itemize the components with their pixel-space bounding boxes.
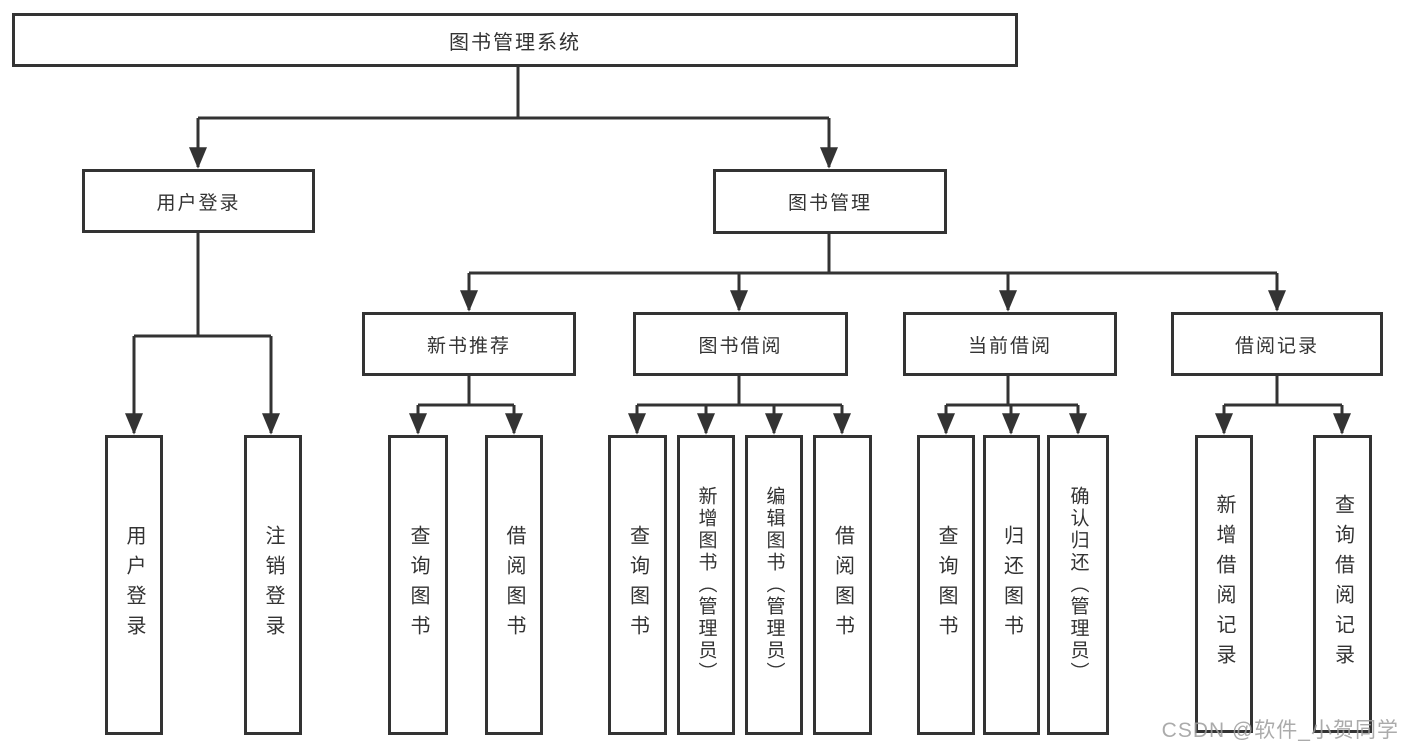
leaf-user-login-label: 用户登录 xyxy=(123,525,145,645)
node-root-label: 图书管理系统 xyxy=(449,31,581,54)
node-new-book-recommend-label: 新书推荐 xyxy=(426,335,511,357)
node-borrow-records: 借阅记录 xyxy=(1171,312,1383,376)
leaf-query-books-2-label: 查询图书 xyxy=(626,525,649,645)
leaf-borrow-books-1: 借阅图书 xyxy=(485,435,543,735)
leaf-borrow-books-2-label: 借阅图书 xyxy=(831,525,854,645)
leaf-query-books-1-label: 查询图书 xyxy=(407,525,429,645)
leaf-add-borrow-record-label: 新增借阅记录 xyxy=(1213,494,1235,674)
leaf-borrow-books-1-label: 借阅图书 xyxy=(503,525,525,645)
leaf-query-books-1: 查询图书 xyxy=(388,435,448,735)
leaf-edit-book-admin-label: 编辑图书（管理员） xyxy=(763,486,785,684)
leaf-add-book-admin: 新增图书（管理员） xyxy=(677,435,735,735)
leaf-user-login: 用户登录 xyxy=(105,435,163,735)
watermark-text: CSDN @软件_小贺同学 xyxy=(1161,719,1399,742)
connector-lines xyxy=(125,67,1351,435)
leaf-query-borrow-record: 查询借阅记录 xyxy=(1313,435,1372,733)
leaf-edit-book-admin: 编辑图书（管理员） xyxy=(745,435,803,735)
leaf-logout: 注销登录 xyxy=(244,435,302,735)
node-current-borrow: 当前借阅 xyxy=(903,312,1117,376)
leaf-query-books-3: 查询图书 xyxy=(917,435,975,735)
node-book-management: 图书管理 xyxy=(713,169,947,234)
leaf-query-books-2: 查询图书 xyxy=(608,435,667,735)
node-book-management-label: 图书管理 xyxy=(787,193,872,214)
leaf-borrow-books-2: 借阅图书 xyxy=(813,435,872,735)
node-book-borrow-label: 图书借阅 xyxy=(698,335,783,357)
leaf-return-books: 归还图书 xyxy=(983,435,1040,735)
node-user-login-label: 用户登录 xyxy=(156,192,241,214)
leaf-confirm-return-admin-label: 确认归还（管理员） xyxy=(1067,486,1089,684)
leaf-logout-label: 注销登录 xyxy=(262,525,284,645)
leaf-add-borrow-record: 新增借阅记录 xyxy=(1195,435,1253,733)
leaf-return-books-label: 归还图书 xyxy=(1000,525,1023,645)
leaf-query-borrow-record-label: 查询借阅记录 xyxy=(1331,494,1354,674)
node-borrow-records-label: 借阅记录 xyxy=(1234,335,1319,357)
node-new-book-recommend: 新书推荐 xyxy=(362,312,576,376)
node-user-login: 用户登录 xyxy=(82,169,315,233)
node-book-borrow: 图书借阅 xyxy=(633,312,848,376)
leaf-confirm-return-admin: 确认归还（管理员） xyxy=(1047,435,1109,735)
leaf-query-books-3-label: 查询图书 xyxy=(935,525,957,645)
node-root: 图书管理系统 xyxy=(12,13,1018,67)
leaf-add-book-admin-label: 新增图书（管理员） xyxy=(695,486,717,684)
node-current-borrow-label: 当前借阅 xyxy=(967,335,1052,357)
